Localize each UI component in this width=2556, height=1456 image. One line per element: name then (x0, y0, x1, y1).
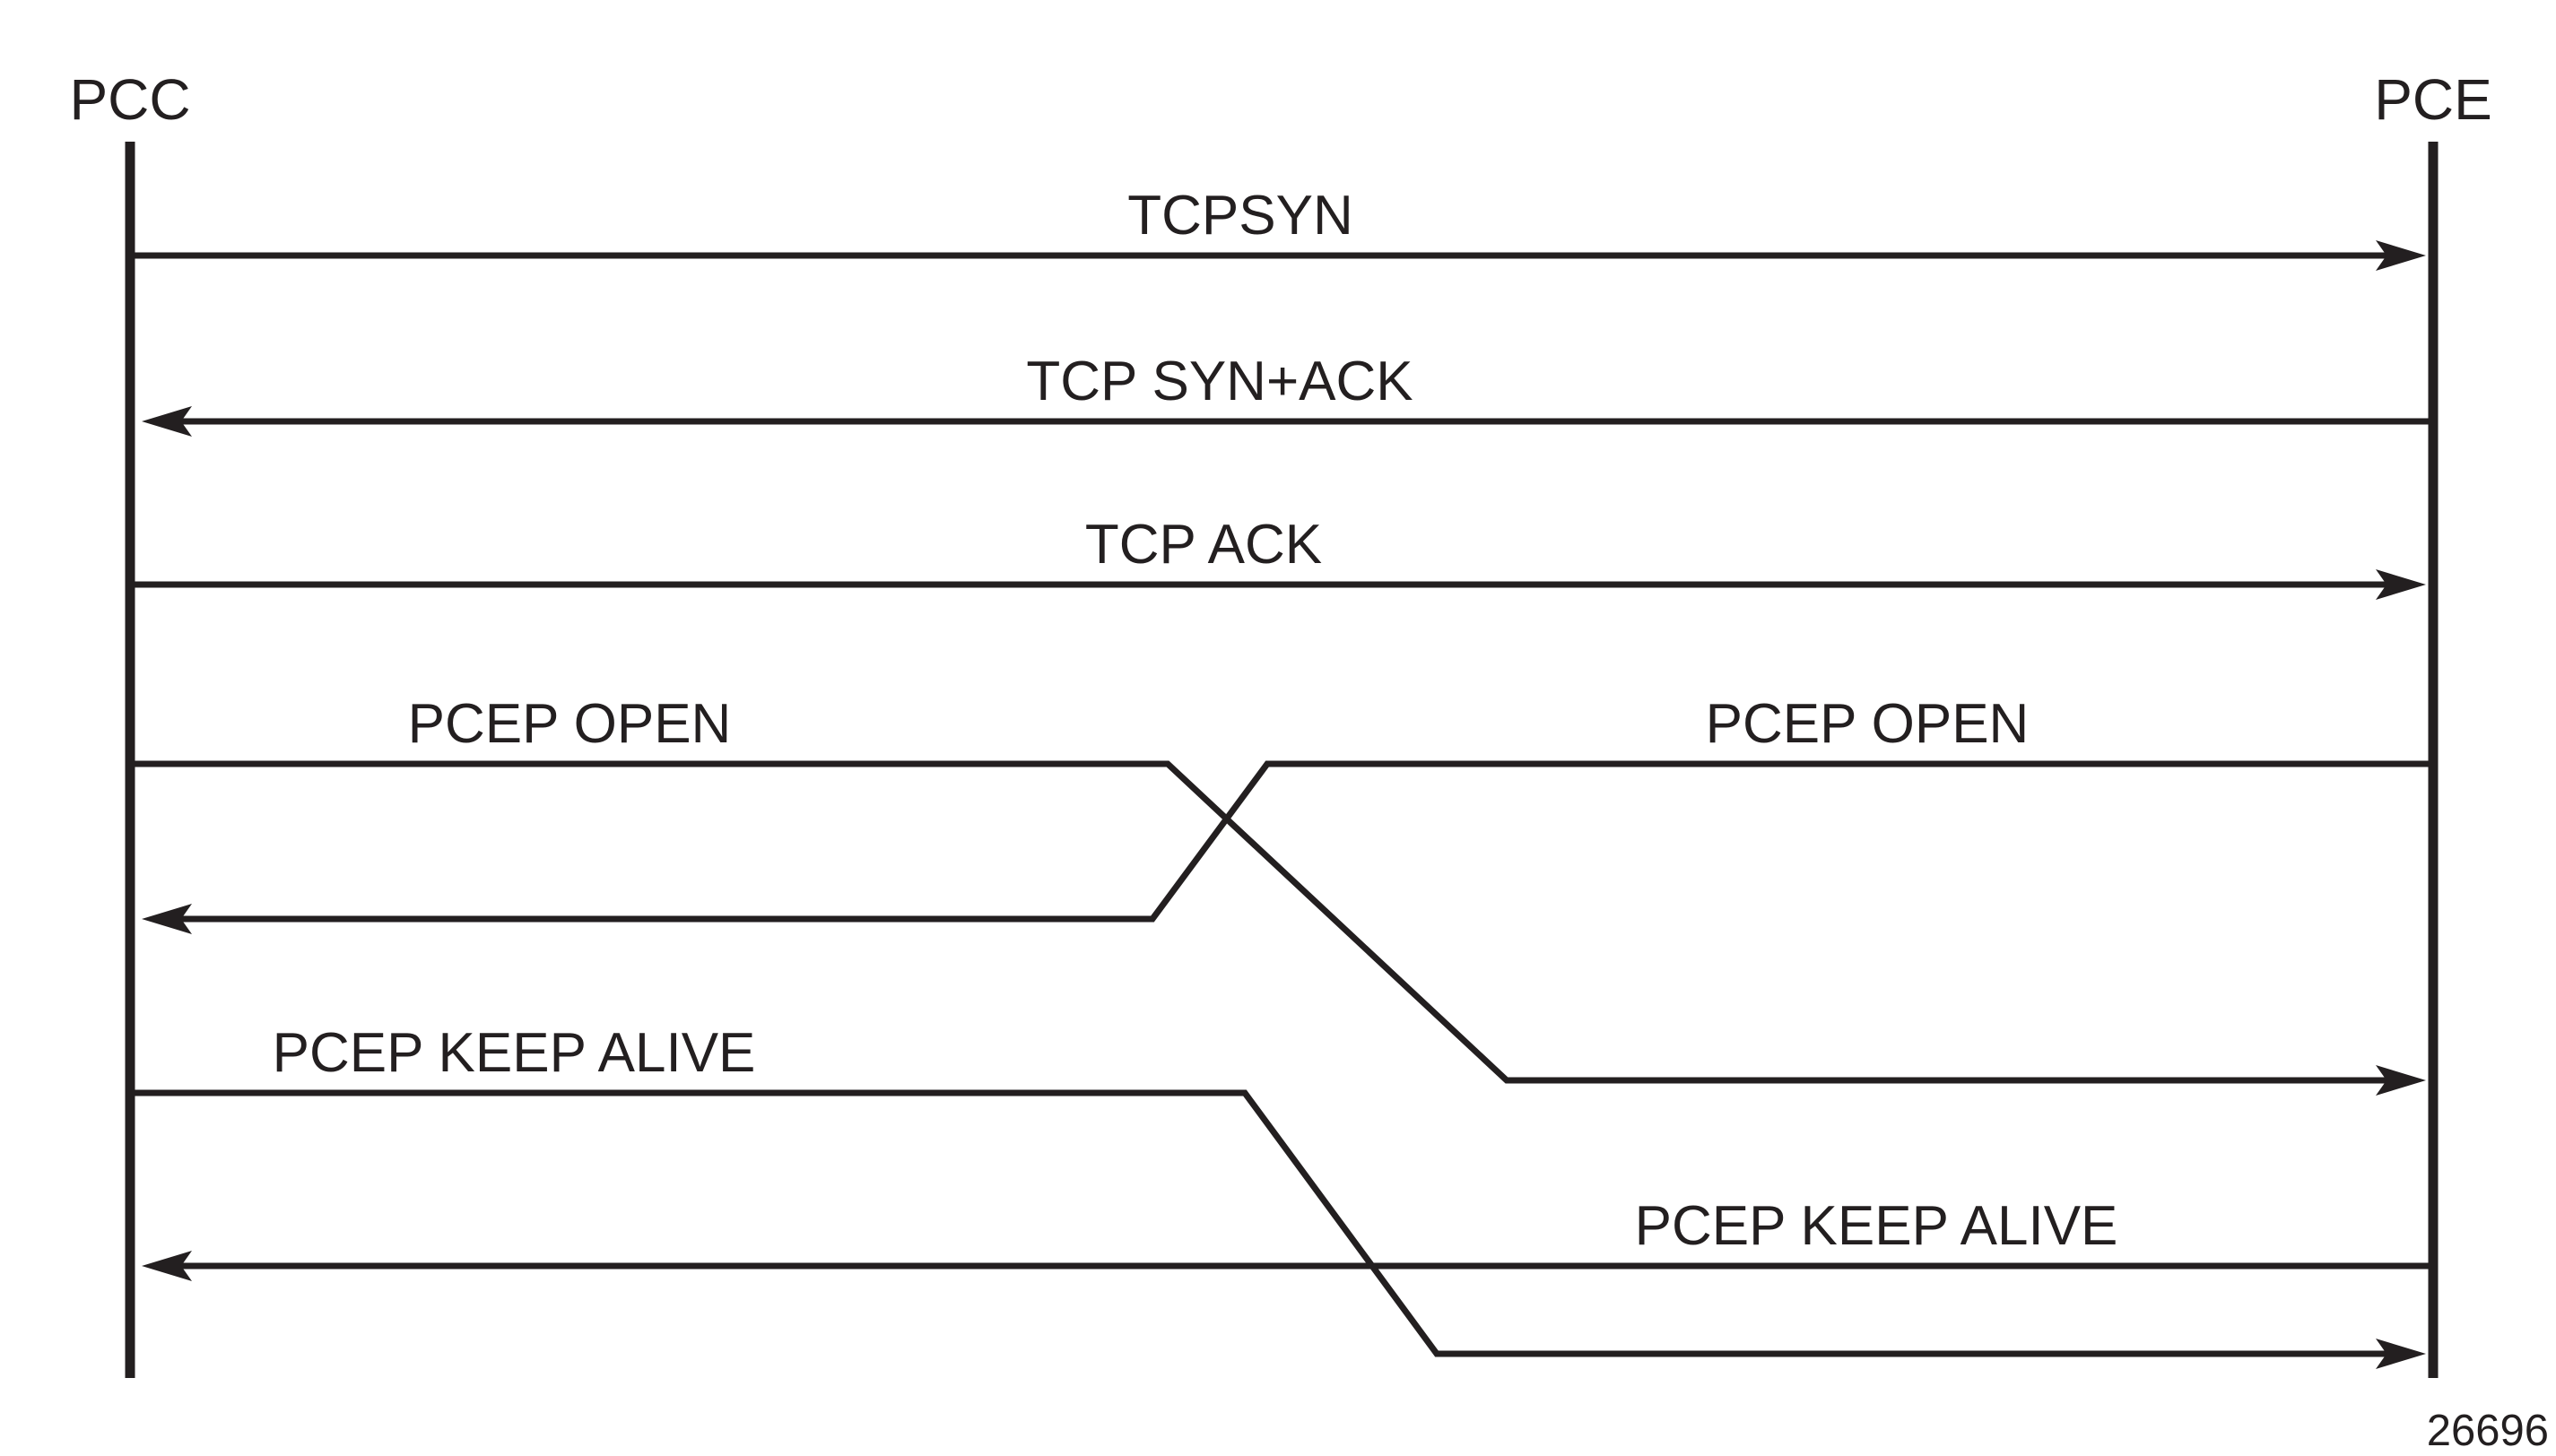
message-label: PCEP KEEP ALIVE (1635, 1195, 2118, 1257)
arrowhead-right-icon (2376, 240, 2426, 271)
message-label: TCPSYN (1127, 185, 1352, 247)
arrowhead-right-icon (2376, 569, 2426, 600)
message-label: TCP SYN+ACK (1026, 351, 1413, 412)
message-label: TCP ACK (1085, 514, 1322, 576)
actor-label-pcc: PCC (69, 67, 190, 132)
arrowhead-left-icon (142, 904, 192, 934)
arrowhead-left-icon (142, 406, 192, 437)
message-label: PCEP KEEP ALIVE (273, 1022, 756, 1084)
arrowhead-right-icon (2376, 1065, 2426, 1096)
message-label: PCEP OPEN (1706, 693, 2030, 755)
figure-number: 26696 (2427, 1407, 2549, 1455)
actor-label-pce: PCE (2374, 67, 2492, 132)
message-label: PCEP OPEN (408, 693, 732, 755)
message-line-pce-to-pcc-4 (178, 760, 2429, 923)
message-line-pcc-to-pce-5 (135, 1089, 2390, 1357)
arrowhead-left-icon (142, 1251, 192, 1281)
arrowhead-right-icon (2376, 1339, 2426, 1369)
message-line-pcc-to-pce-3 (135, 760, 2390, 1084)
